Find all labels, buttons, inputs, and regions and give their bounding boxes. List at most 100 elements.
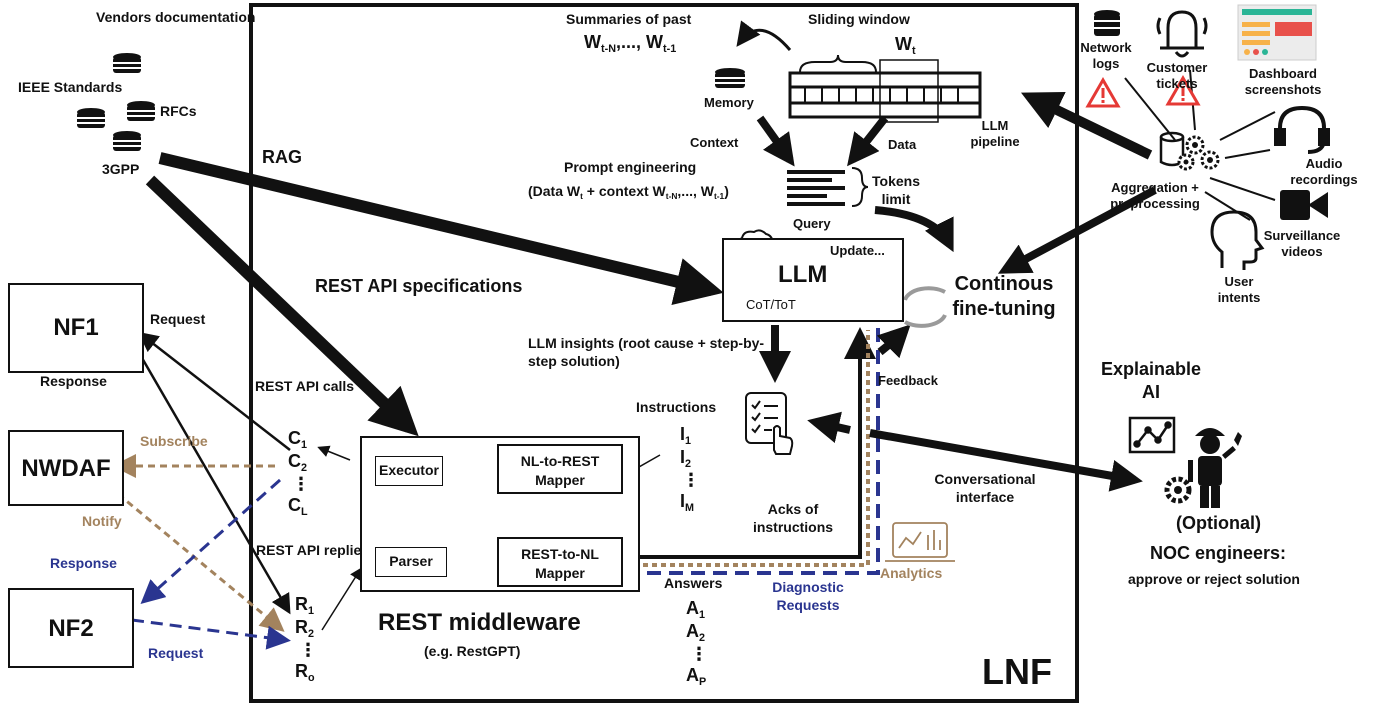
window-wt-label: Wt bbox=[895, 34, 916, 57]
instructions-label: Instructions bbox=[636, 399, 717, 415]
answer-item: ⋮ bbox=[690, 644, 708, 665]
noc-optional: (Optional) bbox=[1176, 513, 1261, 533]
middleware-title: REST middleware bbox=[378, 609, 581, 636]
middleware-subtitle: (e.g. RestGPT) bbox=[424, 643, 521, 659]
noc-engineer-icon bbox=[1188, 428, 1242, 508]
msg-request-navy: Request bbox=[148, 645, 204, 661]
answers-label: Answers bbox=[664, 575, 723, 591]
msg-subscribe: Subscribe bbox=[140, 433, 208, 449]
noc-approve: approve or reject solution bbox=[1128, 571, 1300, 587]
feedback-label: Feedback bbox=[878, 373, 938, 388]
nf2-box: NF2 bbox=[8, 588, 134, 668]
prompt-formula: (Data Wt + context Wt-N,..., Wt-1) bbox=[528, 183, 729, 201]
reply-item: ⋮ bbox=[299, 640, 317, 661]
msg-response-navy: Response bbox=[50, 555, 117, 571]
source-ieee: IEEE Standards bbox=[18, 79, 123, 95]
input-customer-tickets: Customer tickets bbox=[1146, 60, 1208, 91]
prompt-title: Prompt engineering bbox=[564, 159, 697, 175]
finetune-label: Continous fine-tuning bbox=[952, 273, 1056, 320]
input-network-logs: Network logs bbox=[1080, 40, 1132, 71]
xai-label: Explainable AI bbox=[1100, 359, 1202, 403]
cot-label: CoT/ToT bbox=[746, 297, 796, 312]
warning-icon bbox=[1085, 74, 1201, 108]
source-vendors: Vendors documentation bbox=[96, 9, 256, 25]
update-label: Update... bbox=[830, 243, 885, 258]
diagnostic-label: Diagnostic Requests bbox=[772, 579, 844, 614]
calls-label: REST API calls bbox=[255, 378, 355, 394]
nf2-label: NF2 bbox=[48, 615, 94, 642]
noc-engineers: NOC engineers: bbox=[1150, 543, 1287, 563]
calls-list: C1 C2 ⋮ CL bbox=[288, 428, 310, 518]
answers-list: A1 A2 ⋮ AP bbox=[686, 598, 708, 688]
call-item: C1 bbox=[288, 428, 308, 451]
analytics-icon bbox=[885, 522, 955, 562]
insights-label: LLM insights (root cause + step-by-step … bbox=[528, 335, 765, 370]
instruction-item: ⋮ bbox=[682, 470, 700, 491]
checklist-icon bbox=[745, 392, 794, 455]
memory-summaries: Summaries of past bbox=[566, 11, 692, 27]
rest-api-spec-label: REST API specifications bbox=[315, 276, 523, 296]
input-user-intents: User intents bbox=[1217, 274, 1261, 305]
conversational-label: Conversational interface bbox=[934, 471, 1036, 506]
msg-response: Response bbox=[40, 373, 107, 389]
rest-spec-arrow bbox=[145, 175, 419, 437]
aggregation-label: Aggregation + preprocessing bbox=[1110, 180, 1200, 212]
tokens-limit-label: Tokens limit bbox=[872, 173, 920, 208]
answer-item: AP bbox=[686, 665, 707, 688]
answer-item: A2 bbox=[686, 621, 706, 644]
rest-to-nl-box: REST-to-NL Mapper bbox=[497, 537, 623, 587]
input-dashboard: Dashboard screenshots bbox=[1244, 66, 1322, 97]
data-label: Data bbox=[888, 137, 917, 152]
msg-request: Request bbox=[150, 311, 206, 327]
nwdaf-box: NWDAF bbox=[8, 430, 124, 506]
parser-box: Parser bbox=[375, 547, 447, 577]
acks-label: Acks of instructions bbox=[752, 501, 834, 536]
reply-item: R2 bbox=[295, 617, 315, 640]
llm-pipeline-ladder bbox=[788, 54, 982, 123]
replies-label: REST API replies bbox=[256, 542, 370, 558]
instruction-item: I1 bbox=[680, 424, 692, 447]
nl-to-rest-box: NL-to-REST Mapper bbox=[497, 444, 623, 494]
user-intent-icon bbox=[1210, 210, 1265, 270]
query-label: Query bbox=[793, 216, 831, 231]
msg-notify: Notify bbox=[82, 513, 122, 529]
dashboard-icon bbox=[1237, 4, 1317, 61]
nwdaf-label: NWDAF bbox=[21, 455, 111, 482]
input-audio: Audio recordings bbox=[1290, 156, 1358, 187]
rag-label: RAG bbox=[262, 147, 302, 167]
input-surveillance: Surveillance videos bbox=[1263, 228, 1341, 259]
reply-item: Ro bbox=[295, 661, 315, 684]
sliding-window-label: Sliding window bbox=[808, 11, 910, 27]
headset-icon bbox=[1274, 105, 1330, 154]
executor-box: Executor bbox=[375, 456, 443, 486]
call-item: CL bbox=[288, 495, 308, 518]
context-label: Context bbox=[690, 135, 739, 150]
video-camera-icon bbox=[1280, 190, 1328, 220]
replies-list: R1 R2 ⋮ Ro bbox=[295, 594, 317, 684]
nf1-label: NF1 bbox=[53, 314, 99, 341]
gear-icon bbox=[1164, 476, 1192, 504]
memory-label: Memory bbox=[704, 95, 754, 110]
llm-label: LLM bbox=[778, 261, 828, 288]
xai-chart-icon bbox=[1128, 416, 1176, 454]
rag-arrow bbox=[158, 152, 724, 305]
reply-item: R1 bbox=[295, 594, 315, 617]
lnf-frame bbox=[249, 3, 1079, 703]
instruction-item: IM bbox=[680, 491, 695, 514]
query-lines-icon bbox=[787, 170, 845, 206]
bell-icon bbox=[1156, 10, 1208, 58]
llm-box bbox=[722, 238, 904, 322]
source-3gpp: 3GPP bbox=[102, 161, 140, 177]
llm-pipeline-label: LLM pipeline bbox=[970, 118, 1020, 149]
source-rfcs: RFCs bbox=[160, 103, 197, 119]
instructions-list: I1 I2 ⋮ IM bbox=[680, 424, 700, 514]
network-logs-icon bbox=[1094, 10, 1120, 36]
nf1-box: NF1 bbox=[8, 283, 144, 373]
call-item: ⋮ bbox=[292, 474, 310, 495]
aggregation-icon bbox=[1159, 131, 1220, 171]
lnf-label: LNF bbox=[982, 651, 1052, 692]
instruction-item: I2 bbox=[680, 447, 692, 470]
call-item: C2 bbox=[288, 451, 308, 474]
answer-item: A1 bbox=[686, 598, 706, 621]
